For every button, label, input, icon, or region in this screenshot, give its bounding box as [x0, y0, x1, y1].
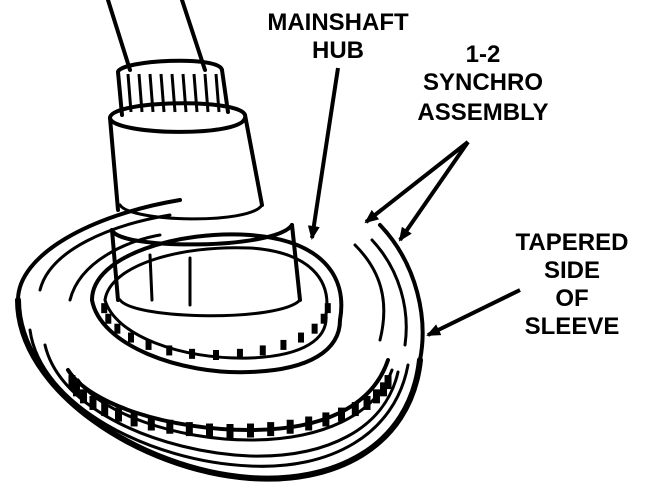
- label-synchro-line2: SYNCHRO: [423, 69, 543, 96]
- label-tapered-side: TAPERED SIDE OF SLEEVE: [516, 229, 629, 340]
- label-synchro-line1: 1-2: [466, 41, 501, 68]
- label-mainshaft-line2: HUB: [312, 37, 364, 64]
- shaft-spline: [181, 73, 188, 113]
- label-mainshaft-hub: MAINSHAFT HUB: [267, 9, 409, 64]
- label-mainshaft-line1: MAINSHAFT: [267, 9, 409, 36]
- label-synchro-line3: ASSEMBLY: [417, 99, 548, 126]
- mainshaft-hub: [90, 232, 344, 375]
- shaft-spline: [203, 73, 210, 113]
- leader-lines: [307, 67, 521, 337]
- mainshaft-hub-arrow: [307, 67, 340, 240]
- shaft-spline: [192, 73, 199, 113]
- shaft-spline: [159, 73, 166, 113]
- shaft-spline: [170, 73, 177, 113]
- label-synchro-assembly: 1-2 SYNCHRO ASSEMBLY: [417, 41, 548, 126]
- label-tapered-line1: TAPERED: [516, 229, 629, 256]
- tapered-side-arrow: [426, 288, 521, 337]
- label-tapered-line4: SLEEVE: [525, 313, 620, 340]
- synchro-arrow-1: [364, 140, 470, 224]
- label-tapered-line3: OF: [555, 285, 588, 312]
- synchro-teeth: [66, 358, 394, 442]
- label-tapered-line2: SIDE: [544, 257, 600, 284]
- mainshaft: [106, 0, 302, 318]
- synchro-arrow-2: [398, 140, 470, 242]
